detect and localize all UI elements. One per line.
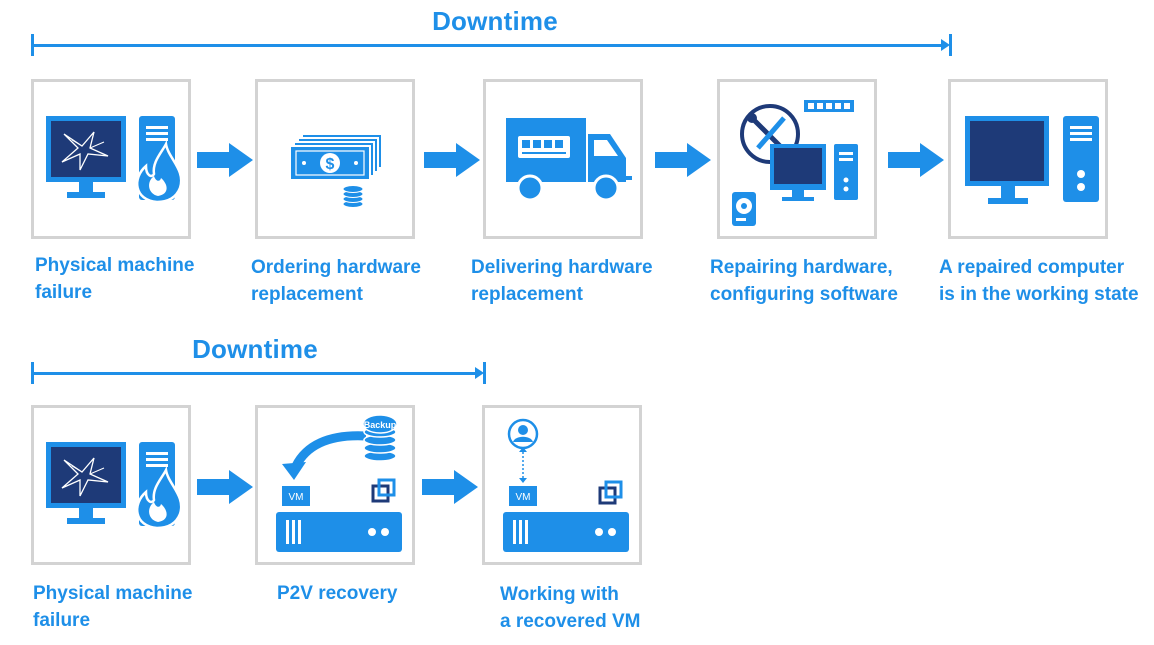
timeline-line [31, 372, 480, 375]
repair-tools-icon [732, 100, 858, 226]
step-box-delivering [483, 79, 643, 239]
flow-arrow [422, 470, 478, 509]
step-box-working-vm: VM [482, 405, 642, 565]
timeline-end-tick [483, 362, 486, 384]
computer-icon [965, 116, 1099, 204]
timeline-line [31, 44, 946, 47]
money-icon: $ [289, 133, 383, 208]
svg-text:$: $ [326, 156, 335, 173]
step-label: Working with a recovered VM [500, 584, 641, 632]
timeline-arrowhead [475, 367, 484, 379]
step-box-p2v-recovery: Backup VM [255, 405, 415, 565]
backup-label: Backup [364, 420, 397, 430]
flow-arrow [655, 143, 711, 182]
vm-label: VM [289, 492, 304, 503]
downtime-title-top: Downtime [432, 6, 558, 36]
vm-label: VM [516, 492, 531, 503]
step-box-physical-failure [31, 405, 191, 565]
step-label: Physical machine failure [33, 583, 193, 631]
step-label: Ordering hardware replacement [251, 257, 421, 305]
flow-arrow [197, 470, 253, 509]
timeline-start-tick [31, 34, 34, 56]
step-label: A repaired computer is in the working st… [939, 257, 1139, 305]
step-box-ordering: $ [255, 79, 415, 239]
broken-computer-fire-icon [46, 442, 183, 530]
backup-to-server-icon: Backup VM [276, 414, 402, 552]
step-label: Repairing hardware, configuring software [710, 257, 898, 305]
step-box-physical-failure [31, 79, 191, 239]
timeline-end-tick [949, 34, 952, 56]
downtime-timeline-bottom [31, 362, 486, 384]
downtime-timeline-top [31, 34, 952, 56]
downtime-title-bottom: Downtime [192, 334, 318, 364]
broken-computer-fire-icon [46, 116, 183, 204]
flow-arrow [424, 143, 480, 182]
step-label: Physical machine failure [35, 255, 195, 303]
user-vm-server-icon: VM [503, 418, 629, 552]
flow-arrow [197, 143, 253, 182]
step-box-repairing [717, 79, 877, 239]
step-label: Delivering hardware replacement [471, 257, 653, 305]
delivery-truck-icon [506, 118, 632, 202]
timeline-start-tick [31, 362, 34, 384]
step-label: P2V recovery [277, 583, 398, 604]
timeline-arrowhead [941, 39, 950, 51]
flow-arrow [888, 143, 944, 182]
step-box-repaired [948, 79, 1108, 239]
